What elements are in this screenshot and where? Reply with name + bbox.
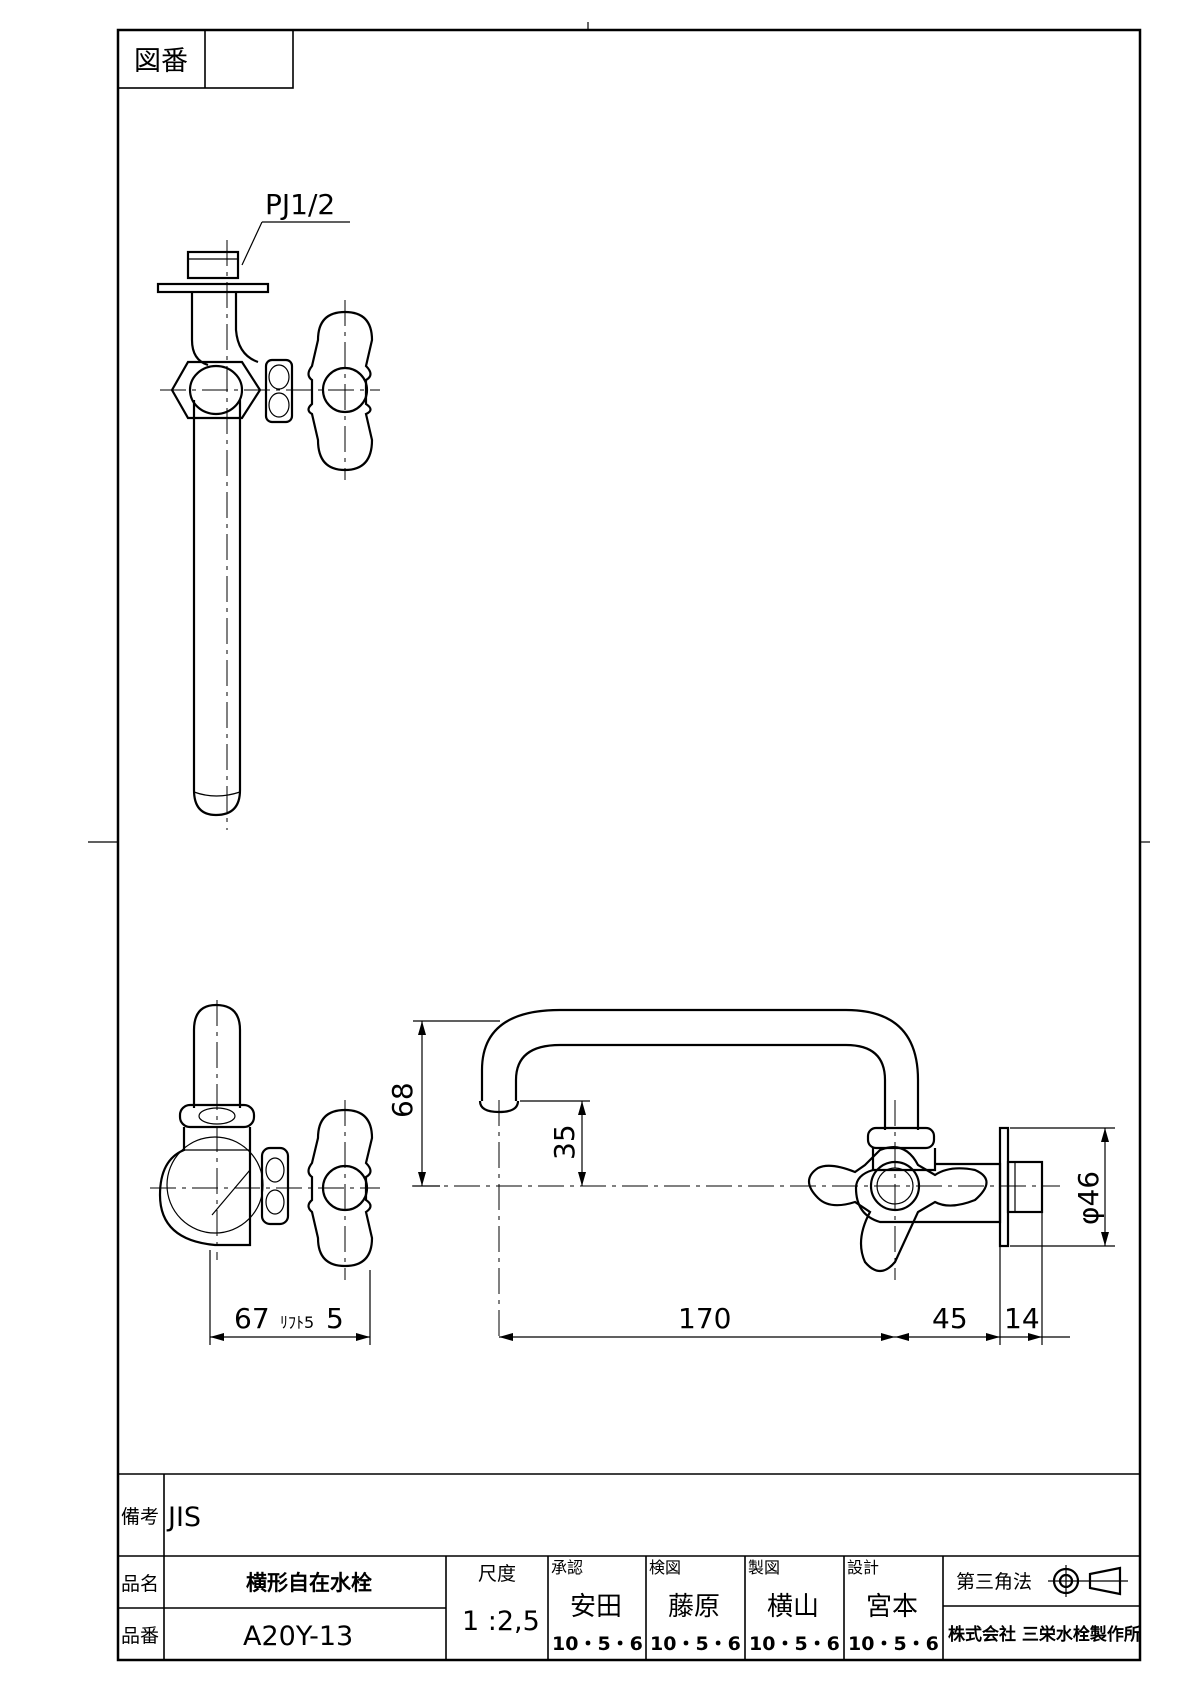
dim-phi46: φ46: [1072, 1171, 1105, 1225]
company-name: 株式会社 三栄水栓製作所: [948, 1624, 1141, 1645]
approval-name: 安田: [570, 1592, 622, 1622]
part-label: 品番: [121, 1625, 159, 1647]
projection-label: 第三角法: [956, 1571, 1032, 1593]
dim-lift: ﾘﾌﾄ5: [280, 1313, 314, 1332]
scale-label: 尺度: [478, 1563, 516, 1585]
name-value: 横形自在水栓: [246, 1571, 372, 1595]
top-view: PJ1/2: [156, 188, 380, 830]
front-view: 67 ﾘﾌﾄ5 5: [150, 1000, 380, 1345]
approval-label: 承認: [551, 1558, 583, 1577]
name-label: 品名: [121, 1573, 159, 1595]
dim-68: 68: [386, 1082, 419, 1118]
inspection-label: 検図: [649, 1558, 681, 1577]
thread-callout: PJ1/2: [265, 188, 335, 221]
dim-45: 45: [932, 1302, 968, 1335]
inspection-date: 10・5・6: [650, 1633, 741, 1655]
approval-date: 10・5・6: [552, 1633, 643, 1655]
title-block: 備考 JIS 品名 横形自在水栓 品番 A20Y-13 尺度 1 :2,5 承認…: [118, 1473, 1141, 1660]
drafting-label: 製図: [748, 1558, 780, 1577]
elevation-view: 68 35 φ46 170 45 14: [386, 1008, 1115, 1345]
design-date: 10・5・6: [848, 1633, 939, 1655]
dim-170: 170: [678, 1302, 731, 1335]
dim-67: 67: [234, 1302, 270, 1335]
third-angle-projection-icon: [1048, 1565, 1128, 1597]
drafting-date: 10・5・6: [749, 1633, 840, 1655]
drawing-number-box: 図番: [117, 29, 294, 89]
remarks-value: JIS: [166, 1502, 201, 1533]
inspection-name: 藤原: [668, 1592, 720, 1622]
design-name: 宮本: [866, 1592, 918, 1622]
sheet-frame: [116, 28, 1142, 1662]
drawing-number-label: 図番: [134, 46, 188, 77]
scale-value: 1 :2,5: [462, 1606, 540, 1637]
dim-35: 35: [548, 1124, 581, 1160]
dim-5: 5: [326, 1302, 344, 1335]
drafting-name: 横山: [767, 1592, 819, 1622]
design-label: 設計: [847, 1558, 879, 1577]
dim-14: 14: [1004, 1302, 1040, 1335]
remarks-label: 備考: [121, 1506, 159, 1528]
part-value: A20Y-13: [243, 1621, 353, 1652]
